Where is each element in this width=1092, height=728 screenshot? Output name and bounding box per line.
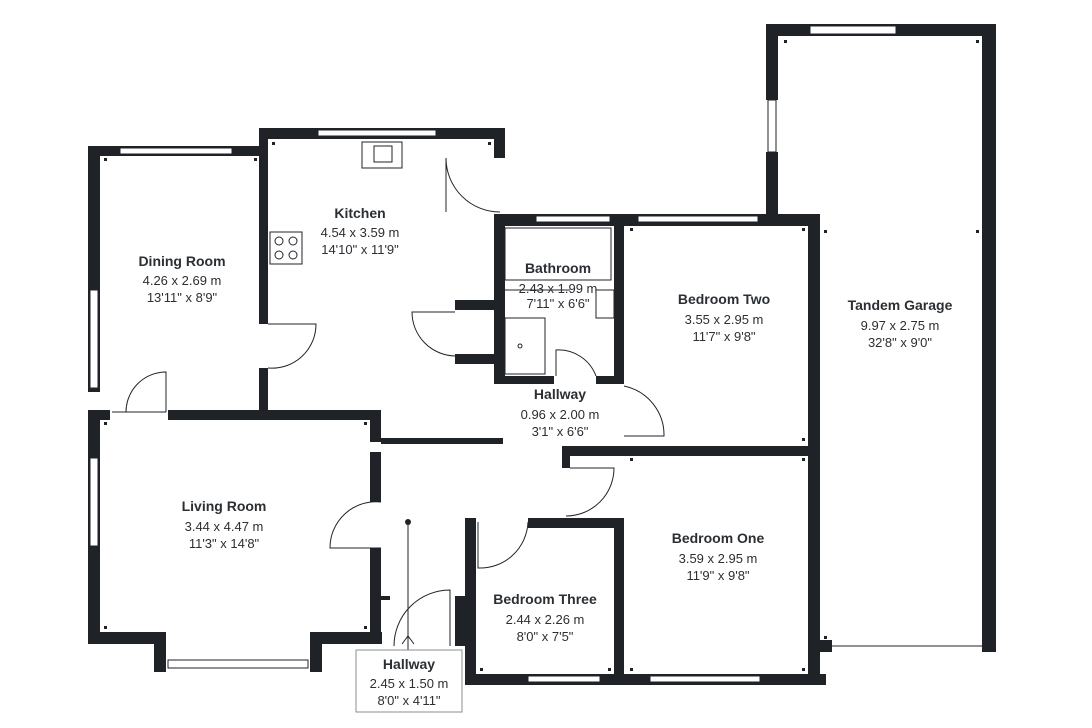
basin-icon [595,289,615,319]
hob-icon [269,231,303,265]
room-imperial: 3'1" x 6'6" [532,424,589,439]
room-metric: 3.59 x 2.95 m [679,551,758,566]
doors [112,157,982,647]
room-label-kitchen: Kitchen 4.54 x 3.59 m 14'10" x 11'9" [321,205,400,257]
label-box [355,649,463,713]
room-name: Bedroom Three [493,591,597,607]
room-label-living-room: Living Room 3.44 x 4.47 m 11'3" x 14'8" [182,498,267,551]
room-metric: 2.43 x 1.99 m [519,281,598,296]
room-imperial: 11'3" x 14'8" [189,536,260,551]
bath-icon [504,227,612,281]
room-imperial: 11'7" x 9'8" [692,329,755,344]
room-metric: 2.44 x 2.26 m [506,612,585,627]
room-label-entrance-hallway: Hallway 2.45 x 1.50 m 8'0" x 4'11" [355,649,463,713]
shower-icon [504,317,546,375]
room-label-bedroom-three: Bedroom Three 2.44 x 2.26 m 8'0" x 7'5" [493,591,597,644]
room-imperial: 8'0" x 4'11" [377,693,440,708]
room-metric: 3.44 x 4.47 m [185,519,264,534]
room-name: Dining Room [138,253,225,269]
room-imperial: 32'8" x 9'0" [868,335,932,350]
room-label-bathroom: Bathroom 2.43 x 1.99 m 7'11" x 6'6" [519,260,598,311]
room-imperial: 8'0" x 7'5" [517,629,574,644]
room-name: Living Room [182,498,267,514]
room-metric: 4.26 x 2.69 m [143,273,222,288]
room-name: Bedroom Two [678,291,770,307]
room-label-bedroom-one: Bedroom One 3.59 x 2.95 m 11'9" x 9'8" [672,530,765,583]
room-label-inner-hallway: Hallway 0.96 x 2.00 m 3'1" x 6'6" [521,386,600,439]
room-label-tandem-garage: Tandem Garage 9.97 x 2.75 m 32'8" x 9'0" [848,297,953,350]
room-name: Bathroom [525,260,591,276]
fixtures [269,141,615,650]
room-imperial: 13'11" x 8'9" [147,290,218,305]
room-metric: 0.96 x 2.00 m [521,407,600,422]
room-imperial: 7'11" x 6'6" [526,296,589,311]
windows [89,25,897,683]
room-label-dining-room: Dining Room 4.26 x 2.69 m 13'11" x 8'9" [138,253,225,305]
room-name: Hallway [383,656,435,672]
room-metric: 2.45 x 1.50 m [370,676,449,691]
room-metric: 3.55 x 2.95 m [685,312,764,327]
room-metric: 4.54 x 3.59 m [321,225,400,240]
room-metric: 9.97 x 2.75 m [861,318,940,333]
room-name: Bedroom One [672,530,765,546]
room-name: Kitchen [334,205,385,221]
room-label-bedroom-two: Bedroom Two 3.55 x 2.95 m 11'7" x 9'8" [678,291,770,344]
room-imperial: 14'10" x 11'9" [321,242,399,257]
room-name: Hallway [534,386,586,402]
corner-ticks [104,40,979,671]
room-imperial: 11'9" x 9'8" [686,568,749,583]
room-name: Tandem Garage [848,297,953,313]
